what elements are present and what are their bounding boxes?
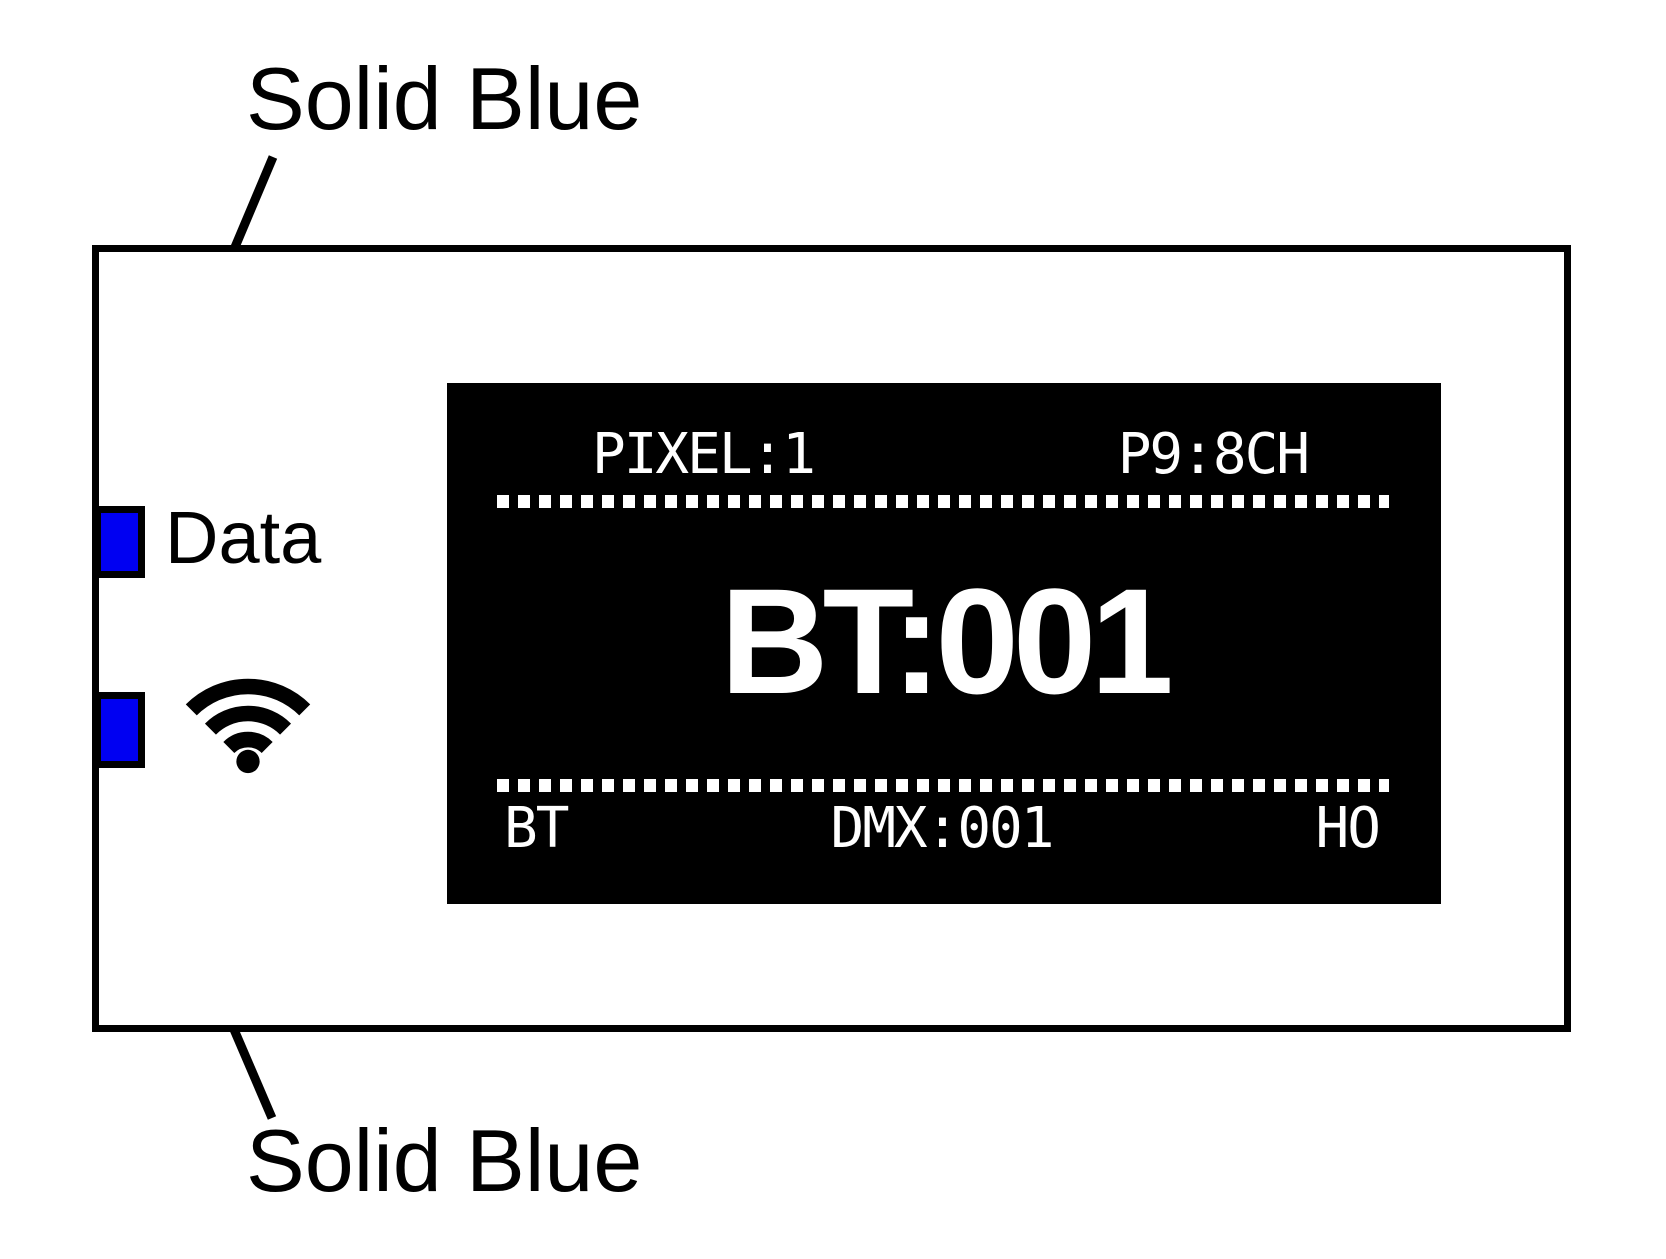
label-solid-blue-top: Solid Blue <box>246 49 643 148</box>
hold-status-value: HO <box>1315 796 1381 861</box>
lcd-top-row: PIXEL:1 P9:8CH <box>592 422 1310 487</box>
dotted-divider <box>497 495 1389 508</box>
mode-value: BT <box>504 796 569 861</box>
lcd-display: PIXEL:1 P9:8CH BT:001 BT DMX:001 HO <box>447 383 1441 904</box>
data-led-indicator <box>94 506 145 578</box>
pixel-count-value: PIXEL:1 <box>592 422 816 487</box>
label-solid-blue-bottom: Solid Blue <box>246 1111 643 1210</box>
bt-address-value: BT:001 <box>720 557 1174 725</box>
dotted-divider <box>497 779 1389 792</box>
wifi-led-indicator <box>94 692 145 768</box>
dmx-address-value: DMX:001 <box>830 796 1054 861</box>
wifi-icon <box>185 678 311 774</box>
data-led-label: Data <box>165 496 322 579</box>
lcd-bottom-row: BT DMX:001 HO <box>504 796 1381 861</box>
protocol-value: P9:8CH <box>1117 422 1310 487</box>
